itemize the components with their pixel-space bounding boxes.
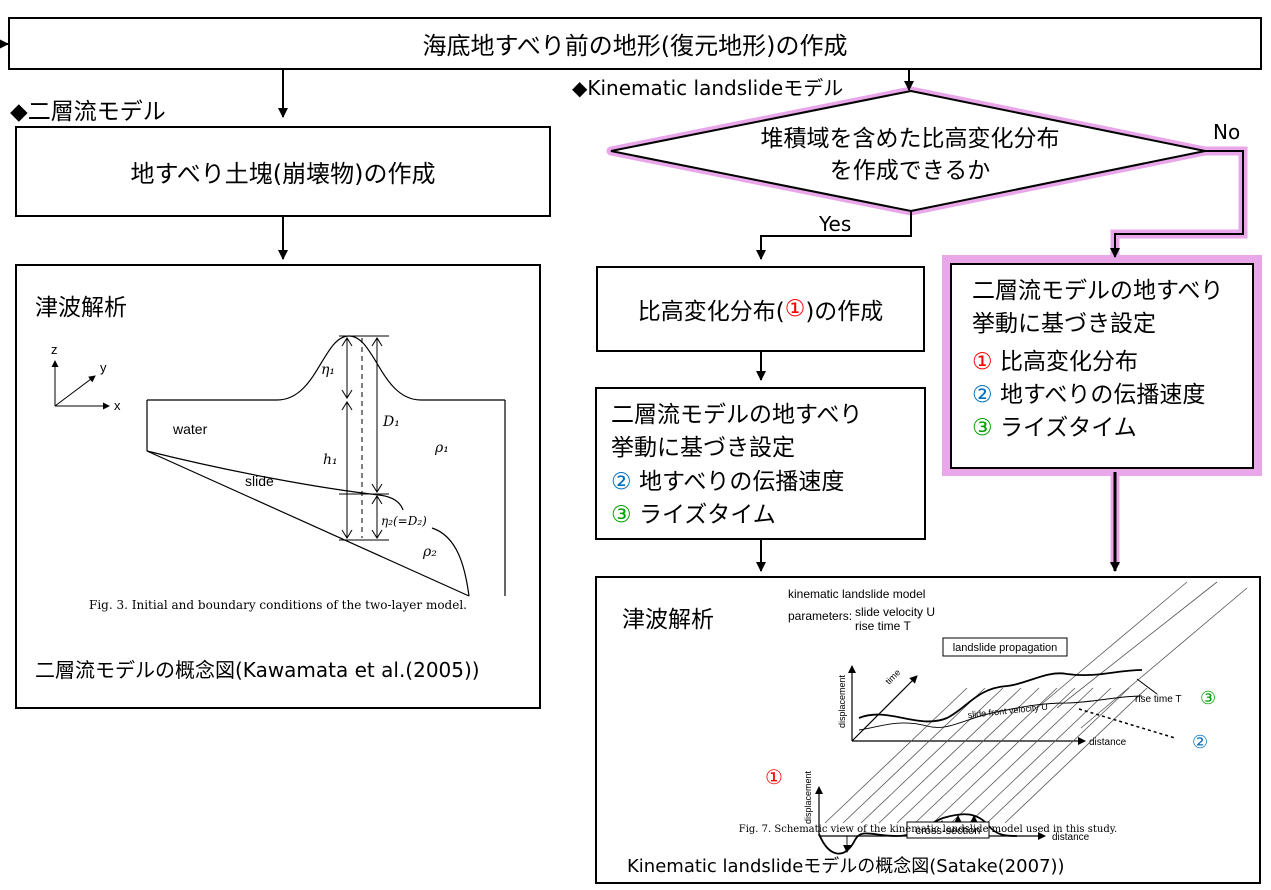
mid-num-3: ③ [611, 502, 632, 529]
time-axis-3d [851, 675, 918, 742]
rho1-label: ρ₁ [434, 440, 449, 456]
slide-interface [146, 450, 404, 511]
right-num-3: ③ [972, 415, 993, 442]
eta2-label: η₂(=D₂) [381, 514, 427, 528]
decision-line-2: を作成できるか [829, 157, 991, 184]
velocity-leader [1078, 708, 1176, 739]
axis-y-arrow [54, 375, 96, 407]
right-heading: ◆Kinematic landslideモデル [572, 76, 844, 100]
mid-item-2: 地すべりの伝播速度 [638, 468, 845, 495]
decision-line-1: 堆積域を含めた比高変化分布 [760, 126, 1060, 152]
left-analysis-box: 津波解析 z y x [15, 264, 541, 709]
right-box: 二層流モデルの地すべり 挙動に基づき設定 ① 比高変化分布 ② 地すべりの伝播速… [950, 263, 1254, 469]
dimension-arrowheads [341, 337, 383, 539]
right-item-3: ライズタイム [999, 415, 1137, 442]
axis-y-label: y [100, 360, 107, 375]
slide-label: slide [245, 473, 274, 489]
model-label: kinematic landslide model [788, 587, 925, 601]
relief-box: 比高変化分布(①)の作成 [596, 266, 925, 352]
fig-num-3: ③ [1200, 688, 1216, 709]
profile-front [858, 669, 1143, 723]
relief-suffix: )の作成 [805, 299, 884, 325]
mid-line-1: 二層流モデルの地すべり [611, 402, 863, 428]
right-line-1: 二層流モデルの地すべり [972, 278, 1224, 304]
kinematic-figure: kinematic landslide model parameters: sl… [765, 581, 1248, 855]
time-label: time [883, 667, 902, 686]
left-heading: ◆二層流モデル [10, 99, 166, 125]
rise-time-arrow [1136, 678, 1158, 695]
param-velocity: slide velocity U [855, 605, 935, 619]
decision-text: 堆積域を含めた比高変化分布 を作成できるか [700, 124, 1120, 187]
soil-box-label: 地すべり土塊(崩壊物)の作成 [130, 160, 436, 188]
right-item-1: 比高変化分布 [999, 348, 1138, 375]
mid-line-2: 挙動に基づき設定 [611, 435, 795, 462]
cross-section-label: cross-section [916, 825, 981, 837]
right-fig-caption: Fig. 7. Schematic view of the kinematic … [738, 824, 1118, 835]
params-label: parameters: [788, 609, 852, 623]
right-num-2: ② [972, 382, 993, 409]
axis-z-label: z [51, 342, 58, 357]
right-num-1: ① [972, 348, 993, 375]
left-analysis-title: 津波解析 [35, 295, 127, 321]
fig-num-2: ② [1192, 732, 1208, 753]
connector-no [1110, 150, 1244, 258]
right-analysis-title: 津波解析 [622, 607, 714, 633]
right-line-2: 挙動に基づき設定 [972, 311, 1156, 338]
top-box-label: 海底地すべり前の地形(復元地形)の作成 [422, 32, 848, 60]
mid-num-2: ② [611, 468, 632, 495]
D1-label: D₁ [382, 414, 400, 430]
top-box: 海底地すべり前の地形(復元地形)の作成 [8, 17, 1262, 70]
soil-box: 地すべり土塊(崩壊物)の作成 [15, 126, 551, 217]
distance-label-3d: distance [1089, 737, 1127, 748]
mid-item-3: ライズタイム [638, 502, 776, 529]
no-label: No [1213, 120, 1241, 144]
h1-label: h₁ [323, 452, 338, 468]
cross-section-box [906, 821, 990, 839]
eta1-label: η₁ [321, 362, 335, 378]
left-analysis-footer: 二層流モデルの概念図(Kawamata et al.(2005)) [35, 658, 480, 682]
disp-label-3d: displacement [837, 674, 847, 728]
yes-label: Yes [819, 212, 852, 236]
water-label: water [172, 421, 208, 437]
two-layer-figure: z y x water slide η₁ D₁ h₁ ρ₁ η₂(=D₂) [51, 335, 506, 597]
rho2-label: ρ₂ [422, 544, 437, 560]
sea-floor [146, 450, 470, 597]
connector-yes [756, 211, 912, 260]
mid-box: 二層流モデルの地すべり 挙動に基づき設定 ② 地すべりの伝播速度 ③ ライズタイ… [595, 387, 926, 540]
fig-num-1: ① [765, 765, 783, 789]
right-item-2: 地すべりの伝播速度 [999, 382, 1206, 409]
left-fig-caption: Fig. 3. Initial and boundary conditions … [89, 598, 467, 612]
disp-label-2d: displacement [803, 770, 813, 824]
relief-prefix: 比高変化分布( [637, 299, 785, 325]
relief-num-1: ① [784, 296, 806, 322]
domain-curve [431, 527, 470, 597]
rise-time-label: rise time T [1135, 694, 1182, 705]
axis-x-label: x [114, 398, 121, 413]
propagation-label: landslide propagation [953, 642, 1058, 654]
right-analysis-footer: Kinematic landslideモデルの概念図(Satake(2007)) [627, 856, 1065, 877]
propagation-box [942, 637, 1068, 657]
right-analysis-box: 津波解析 kinematic landslide model parameter… [595, 576, 1261, 884]
profile-back [858, 695, 1143, 731]
propagation-lines [824, 581, 1248, 824]
param-rise-time: rise time T [855, 619, 911, 633]
distance-label-2d: distance [1052, 832, 1090, 843]
